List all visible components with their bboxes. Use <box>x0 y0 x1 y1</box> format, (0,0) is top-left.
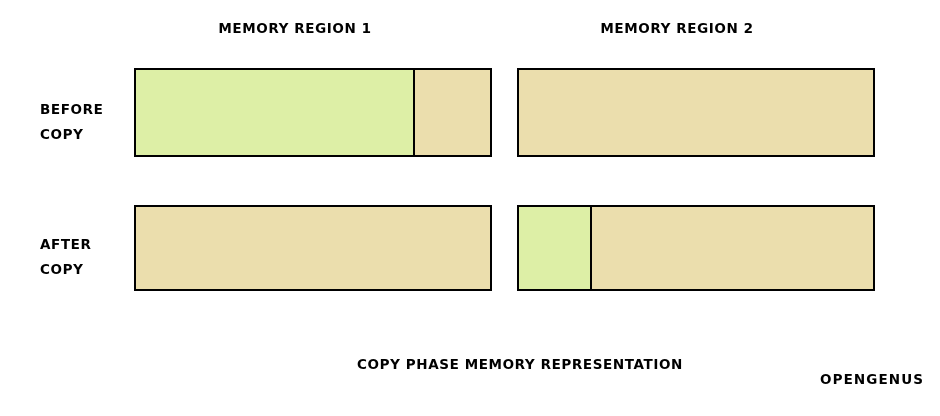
column-header-region-1: MEMORY REGION 1 <box>218 21 372 37</box>
row-label-after-copy-line2: COPY <box>40 262 84 278</box>
memory-bar-after-copy-region-2 <box>517 205 875 291</box>
memory-bar-after-copy-region-1 <box>134 205 492 291</box>
row-label-before-copy-line1: BEFORE <box>40 102 104 118</box>
memory-segment-occupied <box>519 207 593 289</box>
diagram-caption: COPY PHASE MEMORY REPRESENTATION <box>357 357 683 373</box>
row-label-after-copy-line1: AFTER <box>40 237 92 253</box>
row-label-after-copy: AFTER COPY <box>40 233 92 283</box>
memory-segment-free <box>519 70 873 155</box>
row-label-before-copy-line2: COPY <box>40 127 84 143</box>
memory-bar-before-copy-region-2 <box>517 68 875 157</box>
memory-segment-occupied <box>136 70 415 155</box>
memory-segment-free <box>136 207 490 289</box>
column-header-region-2: MEMORY REGION 2 <box>600 21 754 37</box>
memory-segment-free <box>592 207 873 289</box>
row-label-before-copy: BEFORE COPY <box>40 98 103 148</box>
watermark-opengenus: OPENGENUS <box>820 372 925 388</box>
memory-bar-before-copy-region-1 <box>134 68 492 157</box>
memory-segment-free <box>414 70 490 155</box>
